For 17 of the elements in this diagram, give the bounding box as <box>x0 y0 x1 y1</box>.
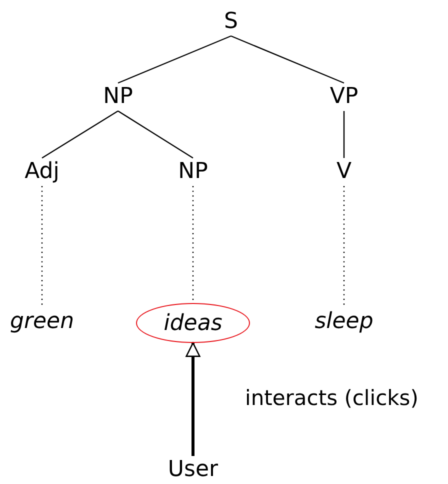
tree-node-label: S <box>219 8 243 36</box>
double-arrow <box>186 342 200 456</box>
tree-node-label: Adj <box>21 158 63 186</box>
tree-node-label: NP <box>96 83 140 111</box>
tree-branch <box>118 110 194 158</box>
tree-node-label: User <box>167 456 219 484</box>
leaf-word: green <box>7 308 77 336</box>
leaf-word: sleep <box>312 308 376 336</box>
tree-branch <box>343 111 345 158</box>
tree-node-label: V <box>332 158 356 186</box>
tree-branch <box>118 35 232 84</box>
tree-node-label: VP <box>323 83 365 111</box>
highlighted-word: ideas <box>136 303 250 343</box>
dotted-link <box>192 186 194 303</box>
tree-branch <box>230 35 344 84</box>
tree-branch <box>42 110 118 158</box>
tree-node-label: NP <box>171 158 215 186</box>
